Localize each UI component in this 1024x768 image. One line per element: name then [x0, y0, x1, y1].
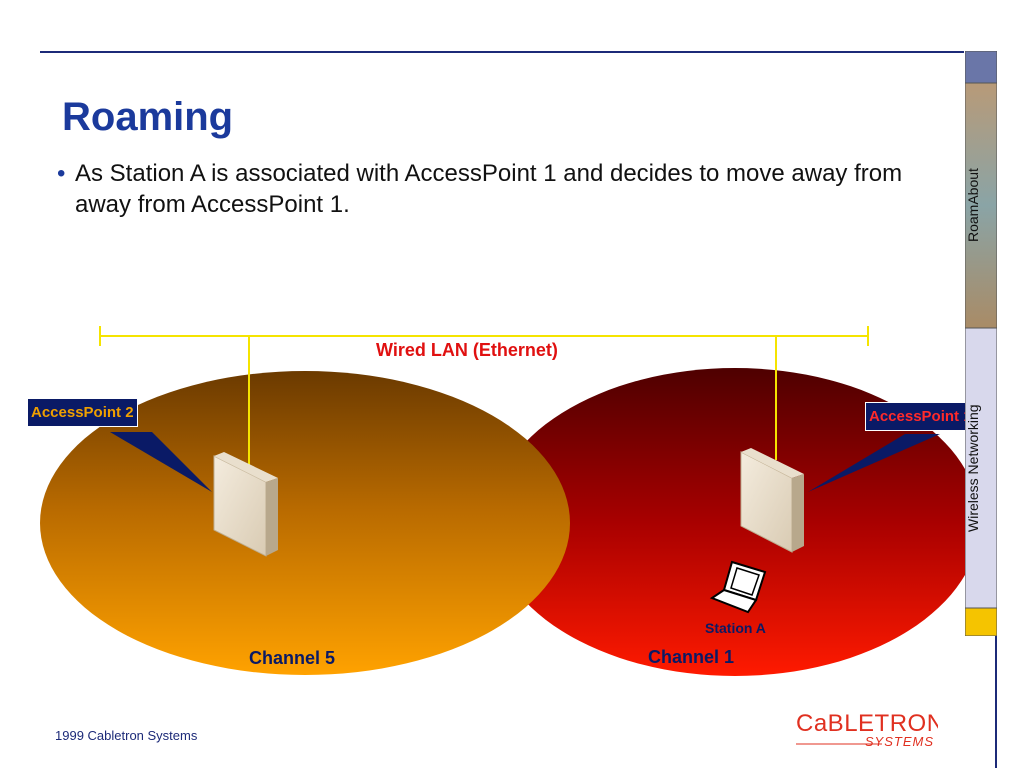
- station-a-laptop-icon: [709, 560, 767, 614]
- access-point-2-callout-pointer: [110, 432, 212, 492]
- channel-1-label: Channel 1: [648, 647, 735, 667]
- logo-subtitle: SYSTEMS: [865, 734, 934, 749]
- top-divider: [40, 51, 964, 53]
- cabletron-logo: CaBLETRON SYSTEMS: [796, 710, 938, 749]
- access-point-2-label: AccessPoint 2: [27, 398, 138, 427]
- bullet-marker: •: [57, 160, 66, 187]
- sidebar-tab-roamabout[interactable]: RoamAbout: [965, 83, 997, 328]
- channel-1-coverage-cell: [490, 368, 980, 676]
- footer-copyright: 1999 Cabletron Systems: [55, 728, 198, 743]
- station-a-label: Station A: [705, 620, 766, 636]
- sidebar: RoamAbout Wireless Networking: [965, 51, 997, 636]
- sidebar-tab-wireless-networking[interactable]: Wireless Networking: [965, 328, 997, 608]
- bullet-list: • As Station A is associated with Access…: [57, 158, 937, 220]
- bullet-text: As Station A is associated with AccessPo…: [75, 160, 903, 218]
- logo-wordmark: CaBLETRON: [796, 710, 938, 737]
- access-point-2-device: [213, 452, 278, 557]
- access-point-1-label: AccessPoint 1: [865, 402, 976, 431]
- wired-lan-label: Wired LAN (Ethernet): [376, 340, 558, 360]
- access-point-1-callout-pointer: [808, 434, 940, 492]
- sidebar-tab-wireless-networking-label: Wireless Networking: [965, 404, 981, 532]
- sidebar-background: [965, 51, 997, 636]
- channel-5-label: Channel 5: [249, 648, 336, 668]
- wired-lan-bus: [99, 326, 869, 472]
- slide-title: Roaming: [62, 95, 234, 139]
- channel-5-coverage-cell: [40, 371, 570, 675]
- access-point-1-device: [740, 448, 804, 553]
- sidebar-tab-roamabout-label: RoamAbout: [965, 168, 981, 243]
